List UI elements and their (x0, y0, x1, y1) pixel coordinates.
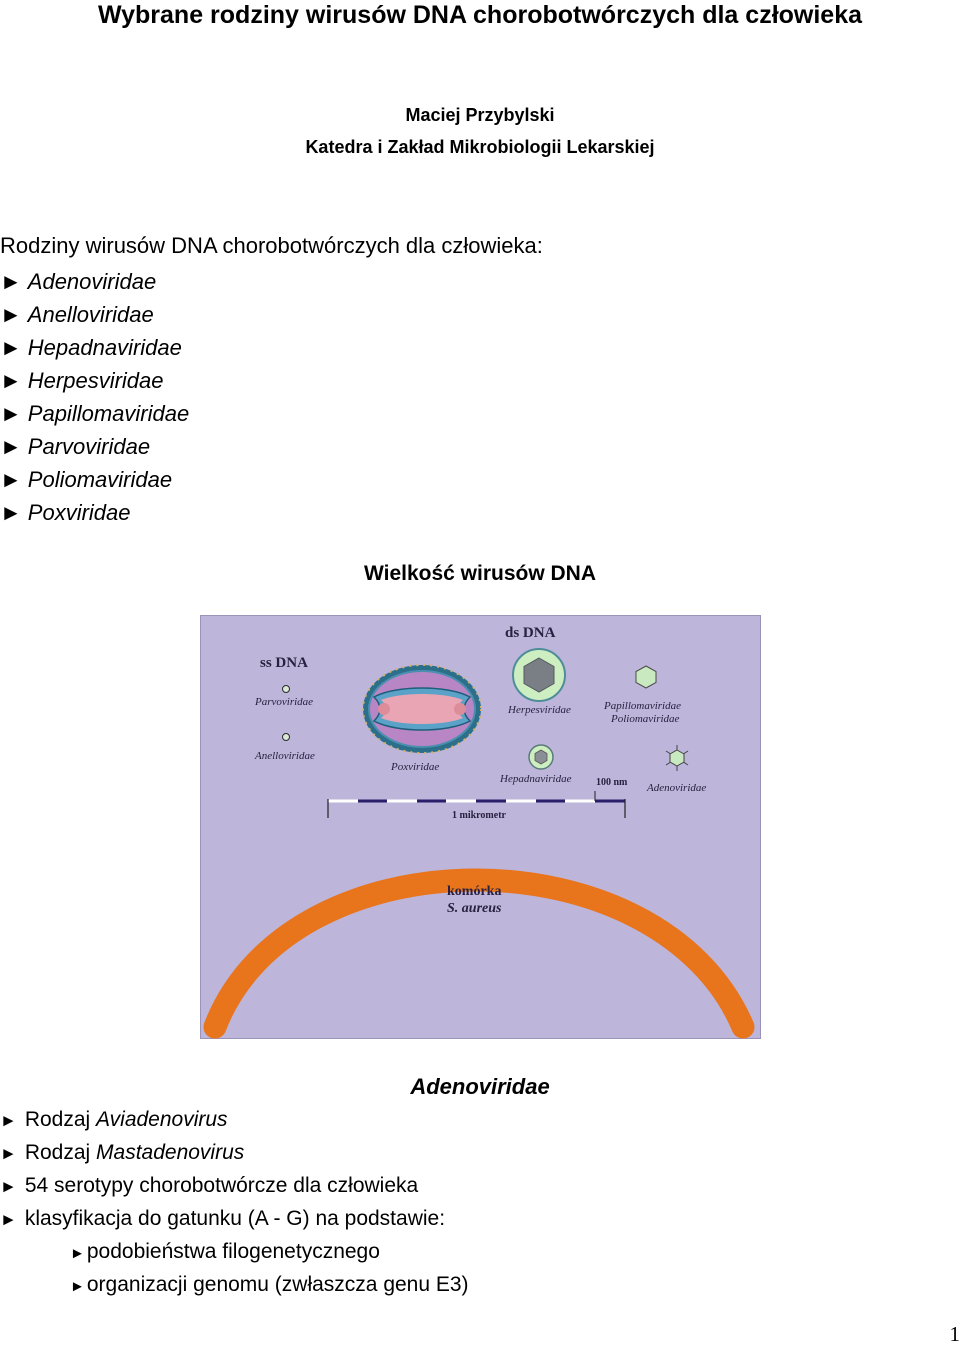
department-name: Katedra i Zakład Mikrobiologii Lekarskie… (0, 136, 960, 158)
list-item: ►Papillomaviridae (0, 397, 189, 430)
scale-100nm-label: 100 nm (596, 777, 628, 788)
triangle-bullet-icon: ► (0, 269, 22, 294)
ds-dna-label: ds DNA (505, 625, 556, 641)
families-list: ►Adenoviridae ►Anelloviridae ►Hepadnavir… (0, 265, 189, 529)
family-name: Poxviridae (28, 500, 131, 525)
document-title: Wybrane rodziny wirusów DNA chorobotwórc… (0, 0, 960, 30)
triangle-bullet-icon: ► (0, 1177, 17, 1196)
item-text: klasyfikacja do gatunku (A - G) na podst… (25, 1207, 445, 1230)
parvovirus-particle-icon (283, 686, 290, 693)
anellovirus-particle-icon (283, 734, 290, 741)
poxvirus-particle-icon (363, 665, 481, 753)
genus-name: Aviadenovirus (96, 1108, 228, 1131)
genus-name: Mastadenovirus (96, 1141, 244, 1164)
triangle-bullet-icon: ► (0, 1210, 17, 1229)
list-item: ►Poxviridae (0, 496, 189, 529)
list-item: ►Hepadnaviridae (0, 331, 189, 364)
hepadnavirus-particle-icon (529, 745, 553, 769)
papillomaviridae-label: Papillomaviridae (603, 700, 681, 712)
list-item: ►Parvoviridae (0, 430, 189, 463)
family-name: Herpesviridae (28, 368, 164, 393)
ss-dna-label: ss DNA (260, 655, 308, 671)
adenoviridae-label: Adenoviridae (646, 782, 706, 794)
triangle-bullet-icon: ► (0, 368, 22, 393)
parvoviridae-label: Parvoviridae (254, 696, 313, 708)
poxviridae-label: Poxviridae (390, 761, 439, 773)
item-text: Rodzaj (25, 1141, 96, 1164)
cell-label-line1: komórka (447, 884, 501, 899)
families-heading: Rodziny wirusów DNA chorobotwórczych dla… (0, 232, 543, 260)
item-text: organizacji genomu (zwłaszcza genu E3) (87, 1273, 469, 1296)
triangle-bullet-icon: ► (70, 1245, 85, 1262)
adenoviridae-heading: Adenoviridae (0, 1073, 960, 1101)
herpesvirus-particle-icon (513, 649, 565, 701)
item-text: 54 serotypy chorobotwórcze dla człowieka (25, 1174, 418, 1197)
poliomaviridae-label: Poliomaviridae (610, 713, 680, 725)
triangle-bullet-icon: ► (0, 302, 22, 327)
papillomavirus-particle-icon (636, 666, 656, 688)
triangle-bullet-icon: ► (0, 1144, 17, 1163)
figure-title: Wielkość wirusów DNA (0, 561, 960, 587)
scale-1um-label: 1 mikrometr (452, 810, 507, 821)
anelloviridae-label: Anelloviridae (254, 750, 315, 762)
list-item: ►Herpesviridae (0, 364, 189, 397)
sub-list-item: ►organizacji genomu (zwłaszcza genu E3) (0, 1268, 469, 1301)
page-number: 1 (950, 1322, 960, 1346)
list-item: ►Poliomaviridae (0, 463, 189, 496)
triangle-bullet-icon: ► (0, 434, 22, 459)
triangle-bullet-icon: ► (70, 1278, 85, 1295)
triangle-bullet-icon: ► (0, 401, 22, 426)
figure-background (201, 616, 761, 1039)
list-item: ►Anelloviridae (0, 298, 189, 331)
family-name: Poliomaviridae (28, 467, 172, 492)
author-name: Maciej Przybylski (0, 104, 960, 126)
item-text: Rodzaj (25, 1108, 96, 1131)
item-text: podobieństwa filogenetycznego (87, 1240, 380, 1263)
list-item: ► Rodzaj Mastadenovirus (0, 1136, 469, 1169)
family-name: Papillomaviridae (28, 401, 189, 426)
list-item: ► klasyfikacja do gatunku (A - G) na pods… (0, 1202, 469, 1235)
family-name: Parvoviridae (28, 434, 150, 459)
family-name: Hepadnaviridae (28, 335, 182, 360)
adenoviridae-list: ► Rodzaj Aviadenovirus ► Rodzaj Mastadenov… (0, 1103, 469, 1301)
list-item: ►Adenoviridae (0, 265, 189, 298)
hepadnaviridae-label: Hepadnaviridae (499, 773, 572, 785)
family-name: Anelloviridae (28, 302, 154, 327)
triangle-bullet-icon: ► (0, 500, 22, 525)
list-item: ► 54 serotypy chorobotwórcze dla człowiek… (0, 1169, 469, 1202)
triangle-bullet-icon: ► (0, 335, 22, 360)
sub-list-item: ►podobieństwa filogenetycznego (0, 1235, 469, 1268)
triangle-bullet-icon: ► (0, 1111, 17, 1130)
cell-label-line2: S. aureus (447, 901, 502, 916)
list-item: ► Rodzaj Aviadenovirus (0, 1103, 469, 1136)
herpesviridae-label: Herpesviridae (507, 704, 571, 716)
triangle-bullet-icon: ► (0, 467, 22, 492)
family-name: Adenoviridae (28, 269, 156, 294)
virus-size-figure: ss DNA ds DNA Parvoviridae Anelloviridae… (200, 615, 761, 1039)
